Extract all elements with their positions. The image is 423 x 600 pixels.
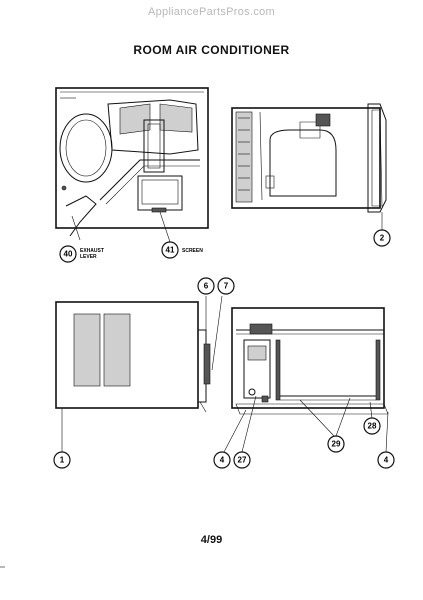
site-watermark: AppliancePartsPros.com	[147, 6, 276, 18]
side-cabinet-view	[231, 103, 387, 230]
callout-6-number: 6	[204, 282, 209, 291]
callout-27-number: 27	[238, 456, 247, 465]
callout-4-right: 4	[377, 451, 395, 469]
callout-1: 1	[53, 451, 71, 469]
outer-case-view	[55, 295, 223, 452]
callout-4-left: 4	[213, 451, 231, 469]
callout-4-right-number: 4	[384, 456, 389, 465]
callout-29-number: 29	[332, 440, 341, 449]
callout-4-left-number: 4	[220, 456, 225, 465]
front-panel-view	[55, 87, 209, 241]
callout-7-number: 7	[224, 282, 229, 291]
page-number: 4/99	[200, 534, 223, 546]
chassis-view	[223, 307, 389, 453]
callout-7: 7	[217, 277, 235, 295]
callout-27: 27	[233, 451, 251, 469]
diagram-title: ROOM AIR CONDITIONER	[133, 43, 290, 57]
callout-2: 2	[373, 229, 391, 247]
screen-label: SCREEN	[182, 248, 203, 254]
callout-6: 6	[197, 277, 215, 295]
callout-41-number: 41	[166, 246, 175, 255]
callout-40: 40	[59, 245, 77, 263]
callout-2-number: 2	[380, 234, 385, 243]
callout-1-number: 1	[60, 456, 65, 465]
callout-29: 29	[327, 435, 345, 453]
callout-40-number: 40	[64, 250, 73, 259]
callout-41: 41	[161, 241, 179, 259]
exhaust-lever-label-line1: EXHAUST	[80, 248, 104, 254]
exhaust-lever-label-line2: LEVER	[80, 254, 97, 260]
callout-28: 28	[363, 417, 381, 435]
callout-28-number: 28	[368, 422, 377, 431]
